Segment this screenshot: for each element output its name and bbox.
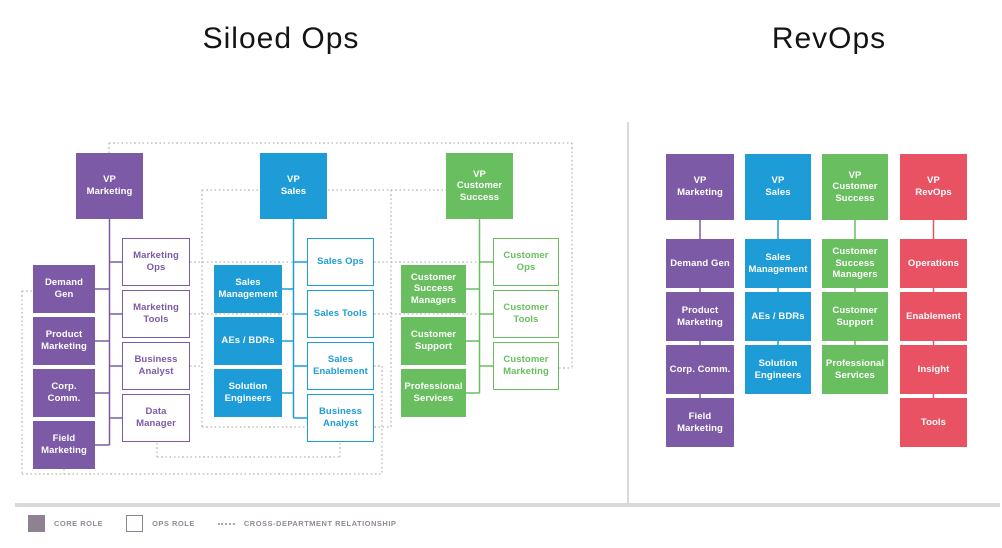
org-box-sales-management: Sales Management (214, 265, 282, 313)
org-box-customer-success-managers: Customer Success Managers (401, 265, 466, 313)
org-box-aes-bdrs: AEs / BDRs (214, 317, 282, 365)
cross-department-line-swatch (217, 522, 235, 525)
org-box-customer-ops: Customer Ops (493, 238, 559, 286)
org-box-product-marketing: Product Marketing (666, 292, 734, 341)
org-box-solution-engineers: Solution Engineers (745, 345, 811, 394)
core-role-label: CORE ROLE (54, 519, 104, 528)
org-box-marketing-tools: Marketing Tools (122, 290, 190, 338)
ops-role-label: OPS ROLE (152, 519, 195, 528)
org-box-customer-tools: Customer Tools (493, 290, 559, 338)
org-box-vp-marketing: VP Marketing (666, 154, 734, 220)
revops-title: RevOps (771, 22, 887, 55)
org-box-professional-services: Professional Services (401, 369, 466, 417)
org-box-data-manager: Data Manager (122, 394, 190, 442)
ops-role-swatch (126, 515, 144, 532)
bottom-rule (15, 503, 1000, 507)
org-box-vp-customer-success: VP Customer Success (822, 154, 888, 220)
org-box-demand-gen: Demand Gen (666, 239, 734, 288)
cross-department-label: CROSS-DEPARTMENT RELATIONSHIP (243, 519, 397, 528)
org-box-customer-support: Customer Support (401, 317, 466, 365)
org-box-product-marketing: Product Marketing (33, 317, 95, 365)
legend: CORE ROLE OPS ROLE CROSS-DEPARTMENT RELA… (28, 515, 410, 532)
org-box-tools: Tools (900, 398, 967, 447)
org-box-aes-bdrs: AEs / BDRs (745, 292, 811, 341)
org-box-vp-sales: VP Sales (745, 154, 811, 220)
org-box-business-analyst: Business Analyst (122, 342, 190, 390)
org-box-sales-management: Sales Management (745, 239, 811, 288)
org-box-field-marketing: Field Marketing (33, 421, 95, 469)
org-box-vp-sales: VP Sales (260, 153, 327, 219)
org-box-sales-tools: Sales Tools (307, 290, 374, 338)
org-box-vp-customer-success: VP Customer Success (446, 153, 513, 219)
org-box-demand-gen: Demand Gen (33, 265, 95, 313)
siloed-ops-title: Siloed Ops (202, 22, 360, 55)
org-box-customer-success-managers: Customer Success Managers (822, 239, 888, 288)
org-box-business-analyst: Business Analyst (307, 394, 374, 442)
org-box-sales-enablement: Sales Enablement (307, 342, 374, 390)
org-box-customer-support: Customer Support (822, 292, 888, 341)
org-box-insight: Insight (900, 345, 967, 394)
org-box-professional-services: Professional Services (822, 345, 888, 394)
org-box-solution-engineers: Solution Engineers (214, 369, 282, 417)
org-box-vp-revops: VP RevOps (900, 154, 967, 220)
org-box-customer-marketing: Customer Marketing (493, 342, 559, 390)
org-box-enablement: Enablement (900, 292, 967, 341)
org-box-sales-ops: Sales Ops (307, 238, 374, 286)
org-box-field-marketing: Field Marketing (666, 398, 734, 447)
org-box-corp-comm: Corp. Comm. (33, 369, 95, 417)
section-divider (627, 122, 629, 503)
org-box-operations: Operations (900, 239, 967, 288)
org-box-marketing-ops: Marketing Ops (122, 238, 190, 286)
org-box-corp-comm: Corp. Comm. (666, 345, 734, 394)
org-box-vp-marketing: VP Marketing (76, 153, 143, 219)
core-role-swatch (28, 515, 45, 532)
